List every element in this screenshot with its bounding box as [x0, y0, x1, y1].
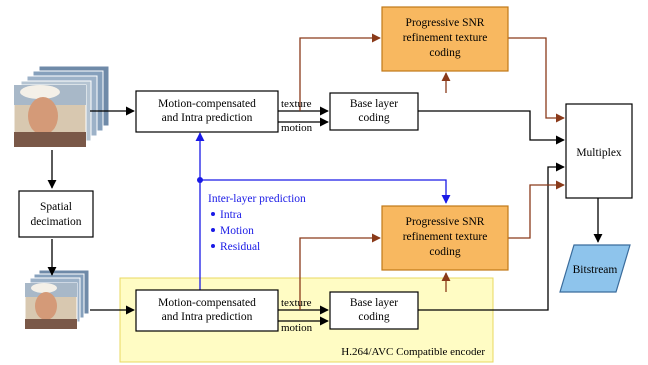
svg-text:and Intra prediction: and Intra prediction [162, 112, 253, 124]
svg-text:coding: coding [429, 246, 461, 258]
label-texture-bottom: texture [281, 297, 312, 309]
svg-text:coding: coding [358, 112, 390, 124]
svg-text:Bitstream: Bitstream [573, 264, 618, 276]
svg-text:coding: coding [429, 47, 461, 59]
node-snr-top: Progressive SNR refinement texture codin… [381, 6, 509, 72]
connectors-black [47, 106, 603, 326]
svg-text:Motion-compensated: Motion-compensated [158, 297, 256, 309]
connectors-blue [195, 132, 451, 292]
svg-text:Spatial: Spatial [40, 201, 72, 213]
svg-text:Progressive SNR: Progressive SNR [406, 17, 485, 29]
node-spatial-decimation: Spatial decimation [18, 190, 94, 238]
svg-text:refinement texture: refinement texture [403, 32, 488, 44]
node-base-bottom: Base layer coding [329, 291, 419, 330]
inter-layer-title: Inter-layer prediction [208, 193, 306, 205]
svg-text:refinement texture: refinement texture [403, 231, 488, 243]
node-mcp-bottom: Motion-compensated and Intra prediction [135, 289, 279, 332]
blue-junction [197, 177, 203, 183]
svg-text:and Intra prediction: and Intra prediction [162, 311, 253, 323]
avc-region-label: H.264/AVC Compatible encoder [341, 346, 485, 358]
node-base-top: Base layer coding [329, 92, 419, 131]
svg-text:Base layer: Base layer [350, 98, 398, 110]
node-snr-bottom: Progressive SNR refinement texture codin… [381, 205, 509, 271]
svg-text:coding: coding [358, 311, 390, 323]
svg-text:decimation: decimation [30, 216, 81, 228]
inter-layer-item-intra: Intra [220, 209, 242, 221]
svg-text:Progressive SNR: Progressive SNR [406, 216, 485, 228]
connectors-brown [299, 33, 565, 310]
label-texture-top: texture [281, 98, 312, 110]
inter-layer-item-residual: Residual [220, 241, 260, 253]
inter-layer-legend: Inter-layer prediction Intra Motion Resi… [208, 193, 306, 253]
node-mcp-top: Motion-compensated and Intra prediction [135, 90, 279, 133]
video-frames-top [13, 65, 110, 148]
svg-text:Multiplex: Multiplex [576, 147, 622, 159]
label-motion-top: motion [281, 122, 313, 134]
video-frames-bottom [24, 269, 90, 330]
label-motion-bottom: motion [281, 322, 313, 334]
inter-layer-item-motion: Motion [220, 225, 254, 237]
node-multiplex: Multiplex [565, 103, 633, 199]
svg-text:Motion-compensated: Motion-compensated [158, 98, 256, 110]
node-bitstream: Bitstream [559, 244, 631, 293]
svg-text:Base layer: Base layer [350, 297, 398, 309]
